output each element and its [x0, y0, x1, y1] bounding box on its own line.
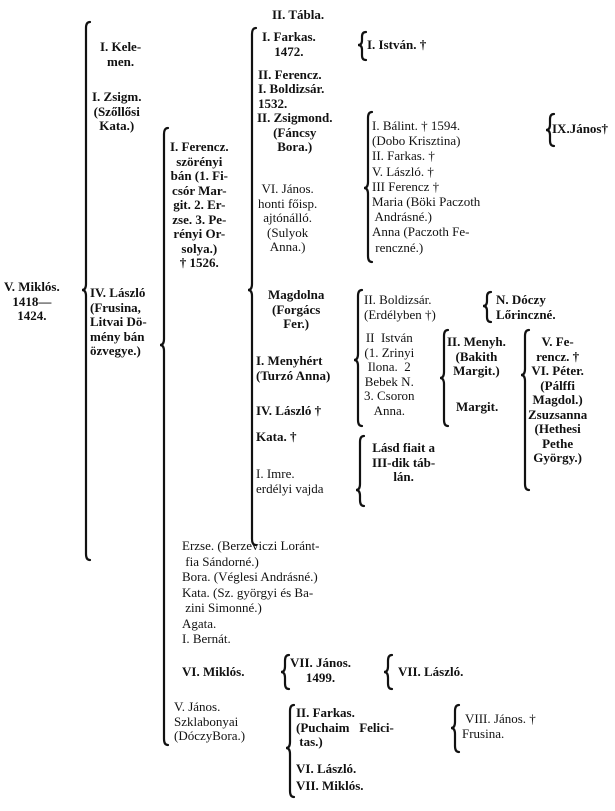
- brace: [439, 328, 450, 428]
- person-janos-vii: VII. János. 1499.: [290, 655, 352, 685]
- person-farkas-ii-b: II. Farkas. (Puchaim Felici- tas.): [296, 705, 394, 749]
- brace: [450, 703, 461, 754]
- table-title: II. Tábla.: [272, 7, 325, 22]
- person-ferencz-ii: II. Ferencz.: [258, 67, 322, 82]
- person-zsigmond-ii: II. Zsigmond. (Fáncsy Bora.): [257, 110, 333, 154]
- person-menyh-ii: II. Menyh. (Bakith Margit.): [447, 334, 506, 378]
- daughters-list: Erzse. (Berzeviczi Loránt- fia Sándorné.…: [182, 538, 320, 646]
- persons-ferencz-peter-zsuzsanna: V. Fe- rencz. † VI. Péter. (Pálffi Magdo…: [528, 334, 588, 465]
- person-boldizsar-ii: II. Boldizsár. (Erdélyben †): [364, 292, 436, 322]
- persons-janos-viii-frusina: VIII. János. † Frusina.: [462, 711, 536, 741]
- person-margit: Margit.: [456, 399, 499, 414]
- brace: [159, 126, 170, 747]
- person-janos-ix: IX.János†: [552, 121, 608, 136]
- person-root: V. Miklós. 1418— 1424.: [4, 279, 60, 323]
- brace: [280, 653, 291, 691]
- person-kelemen: I. Kele- men.: [100, 39, 142, 69]
- person-janos-vi: VI. János. honti főisp. ajtónálló. (Suly…: [258, 181, 318, 254]
- person-janos-v: V. János. Szklabonyai (DóczyBora.): [174, 699, 246, 743]
- person-zsigm: I. Zsigm. (Szőllősi Kata.): [92, 89, 142, 133]
- person-menyhert-i: I. Menyhért (Turzó Anna): [256, 353, 331, 383]
- person-doczy: N. Dóczy Lőrinczné.: [496, 292, 556, 322]
- person-laszlo-iv-b: IV. László †: [256, 403, 322, 418]
- person-istvan-ii: II István (1. Zrinyi Ilona. 2 Bebek N. 3…: [364, 330, 415, 418]
- brace: [520, 328, 531, 492]
- person-magdolna: Magdolna (Forgács Fer.): [268, 287, 325, 331]
- person-boldizsar-i: I. Boldizsár. 1532.: [258, 81, 325, 111]
- person-ferencz-i: I. Ferencz. szörényi bán (1. Fi- csór Ma…: [170, 139, 229, 270]
- imre-note: Lásd fiait a III-dik táb- lán.: [372, 440, 436, 484]
- zsigmond-children: I. Bálint. † 1594. (Dobo Krisztina) II. …: [372, 118, 481, 255]
- brace: [81, 20, 92, 562]
- person-farkas-i: I. Farkas. 1472.: [262, 29, 316, 59]
- person-imre-i: I. Imre. erdélyi vajda: [256, 466, 324, 496]
- persons-laszlo-vi-miklos-vii: VI. László. VII. Miklós.: [296, 761, 364, 793]
- brace: [285, 703, 296, 799]
- brace: [545, 112, 556, 148]
- person-laszlo-vii: VII. László.: [398, 664, 464, 679]
- brace: [247, 26, 258, 547]
- person-miklos-vi: VI. Miklós.: [182, 664, 245, 679]
- brace: [355, 434, 366, 508]
- brace: [353, 288, 364, 428]
- brace: [357, 30, 368, 62]
- brace: [482, 290, 493, 324]
- brace: [383, 653, 394, 691]
- brace: [363, 110, 374, 264]
- person-istvan-i: I. István. †: [367, 37, 427, 52]
- person-laszlo-iv: IV. László (Frusina, Litvai Dö- mény bán…: [90, 285, 147, 358]
- person-kata: Kata. †: [256, 429, 297, 444]
